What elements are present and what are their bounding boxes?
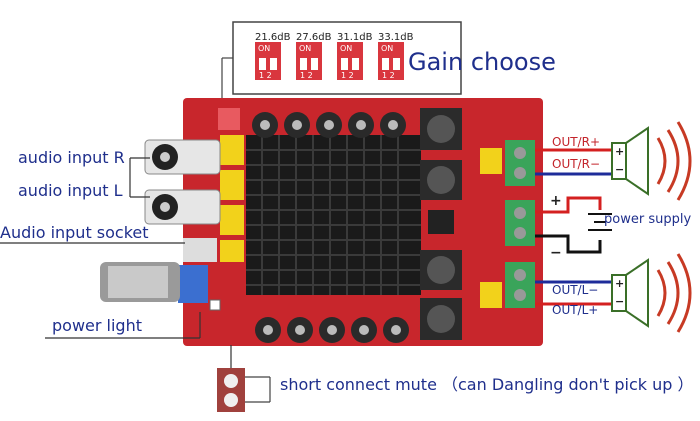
power-supply-wiring <box>535 196 612 254</box>
gain-option-pins-2: 1 2 <box>300 71 313 80</box>
gain-option-on-1: ON <box>258 44 271 53</box>
board-dip-switch <box>218 108 240 130</box>
gain-option-on-4: ON <box>381 44 394 53</box>
gain-option-pins-3: 1 2 <box>341 71 354 80</box>
speaker-l-plus-symbol: + <box>615 277 625 290</box>
mute-jumper <box>217 368 271 412</box>
potentiometer <box>100 262 208 303</box>
gain-option-on-3: ON <box>340 44 353 53</box>
dip-switch-group <box>255 42 404 80</box>
dip-switch-3 <box>337 42 363 80</box>
heatsink <box>246 135 421 295</box>
speaker-right-icon <box>611 121 692 201</box>
power-light-label: power light <box>52 316 142 335</box>
out-r-plus-label: OUT/R+ <box>552 135 600 149</box>
power-supply-label: power supply <box>604 212 692 227</box>
gain-option-db-2: 27.6dB <box>296 32 332 43</box>
gain-choose-title: Gain choose <box>408 48 556 76</box>
speaker-l-minus-symbol: − <box>615 295 625 308</box>
film-capacitors <box>220 135 502 308</box>
out-r-minus-label: OUT/R− <box>552 157 600 171</box>
gain-option-on-2: ON <box>299 44 312 53</box>
speaker-r-plus-symbol: + <box>615 145 625 158</box>
gain-option-db-1: 21.6dB <box>255 32 291 43</box>
power-led <box>209 299 221 311</box>
audio-input-l-label: audio input L <box>18 181 123 200</box>
gain-option-pins-1: 1 2 <box>259 71 272 80</box>
out-l-plus-label: OUT/L+ <box>552 303 599 317</box>
speaker-left-icon <box>611 253 692 333</box>
supply-plus-symbol: + <box>550 193 562 209</box>
screw-terminals <box>505 140 535 308</box>
audio-input-r-label: audio input R <box>18 148 125 167</box>
gain-option-pins-4: 1 2 <box>382 71 395 80</box>
output-wires <box>535 148 615 306</box>
inductors <box>420 108 462 340</box>
rca-jacks <box>144 139 221 225</box>
gain-option-db-4: 33.1dB <box>378 32 414 43</box>
bottom-capacitors <box>255 317 409 343</box>
gain-option-db-3: 31.1dB <box>337 32 373 43</box>
supply-minus-symbol: − <box>550 245 562 261</box>
out-l-minus-label: OUT/L− <box>552 283 599 297</box>
top-capacitors <box>252 112 406 138</box>
dip-switch-2 <box>296 42 322 80</box>
speaker-r-minus-symbol: − <box>615 163 625 176</box>
audio-input-socket-label: Audio input socket <box>0 223 149 242</box>
dip-switch-1 <box>255 42 281 80</box>
dip-switch-4 <box>378 42 404 80</box>
audio-input-socket <box>183 238 217 262</box>
mute-label: short connect mute （can Dangling don't p… <box>280 375 694 394</box>
leader-lines <box>0 157 232 368</box>
